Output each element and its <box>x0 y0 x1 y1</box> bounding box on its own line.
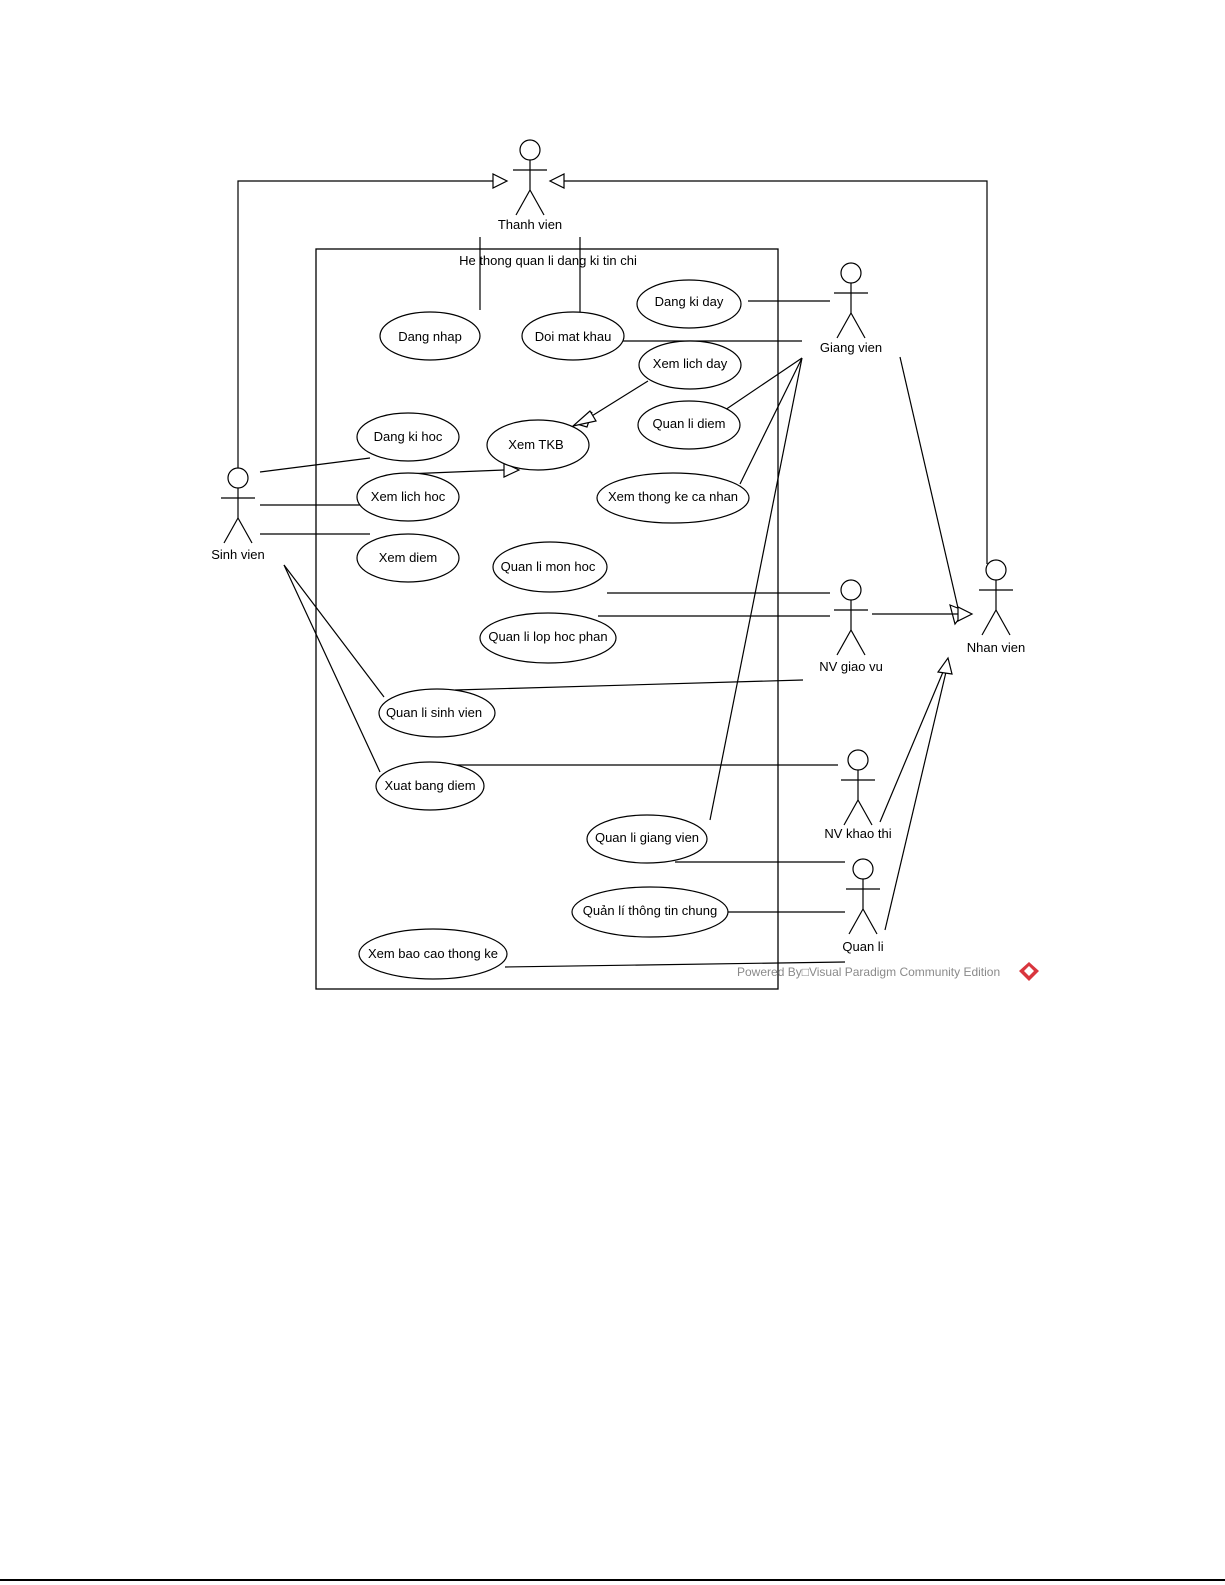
use-case-quan-li-lop-hoc-phan: Quan li lop hoc phan <box>479 612 617 664</box>
generalization-arrowhead <box>548 173 565 189</box>
system-boundary <box>315 248 779 990</box>
use-case-quan-li-thong-tin-chung: Quản lí thông tin chung <box>571 886 729 938</box>
generalization-arrowhead <box>936 656 953 675</box>
generalization-arrowhead <box>492 173 509 189</box>
use-case-doi-mat-khau: Doi mat khau <box>521 311 625 361</box>
actor-label: Thanh vien <box>498 217 562 232</box>
svg-text:Quan li diem: Quan li diem <box>653 416 726 431</box>
svg-text:Quan li giang vien: Quan li giang vien <box>595 830 699 845</box>
use-case-xuat-bang-diem: Xuat bang diem <box>375 761 485 811</box>
generalization-nhan-vien-thanh-vien <box>564 180 988 564</box>
use-case-dang-nhap: Dang nhap <box>379 311 481 361</box>
generalization-xem-lich-day-xem-tkb <box>586 380 649 420</box>
actor-label: NV khao thi <box>824 826 891 841</box>
use-case-dang-ki-hoc: Dang ki hoc <box>356 412 460 462</box>
use-case-dang-ki-day: Dang ki day <box>636 279 742 329</box>
page-bottom-rule <box>0 1579 1225 1581</box>
svg-text:Xem TKB: Xem TKB <box>508 437 563 452</box>
generalization-nv-khao-thi-nhan-vien <box>879 671 944 823</box>
svg-text:Dang ki day: Dang ki day <box>655 294 724 309</box>
svg-text:Xem lich day: Xem lich day <box>653 356 728 371</box>
actor-label: Quan li <box>842 939 883 954</box>
use-case-xem-diem: Xem diem <box>356 533 460 583</box>
actor-label: Nhan vien <box>967 640 1026 655</box>
association-giang-vien-quan-li-diem <box>724 357 803 411</box>
actor-sinh-vien: Sinh vien <box>211 467 265 562</box>
svg-text:Xem diem: Xem diem <box>379 550 438 565</box>
system-boundary-title: He thong quan li dang ki tin chi <box>459 253 637 268</box>
association-giang-vien-quan-li-giang-vien <box>709 357 803 821</box>
use-case-xem-lich-hoc: Xem lich hoc <box>356 472 460 522</box>
generalization-arrowhead <box>957 606 974 622</box>
association-sinh-vien-dang-ki-hoc <box>259 457 371 473</box>
use-case-quan-li-mon-hoc: Quan li mon hoc <box>492 541 608 593</box>
svg-text:Doi mat khau: Doi mat khau <box>535 329 612 344</box>
generalization-arrowhead-2 <box>570 410 597 428</box>
association-giang-vien-xem-thong-ke <box>739 357 803 485</box>
svg-text:Quan li mon hoc: Quan li mon hoc <box>501 559 596 574</box>
association-nv-giao-vu-quan-li-sinh-vien <box>454 679 804 691</box>
use-case-xem-tkb: Xem TKB <box>486 419 590 471</box>
actor-label: NV giao vu <box>819 659 883 674</box>
svg-text:Xem bao cao thong ke: Xem bao cao thong ke <box>368 946 498 961</box>
association-sinh-vien-xuat-bang-diem <box>283 564 381 773</box>
use-case-quan-li-giang-vien: Quan li giang vien <box>586 814 708 864</box>
use-case-xem-lich-day: Xem lich day <box>638 340 742 390</box>
svg-text:Dang nhap: Dang nhap <box>398 329 462 344</box>
use-case-xem-thong-ke-ca-nhan: Xem thong ke ca nhan <box>596 472 750 524</box>
actor-quan-li: Quan li <box>842 858 884 954</box>
actor-label: Giang vien <box>820 340 882 355</box>
actor-thanh-vien: Thanh vien <box>498 139 562 232</box>
svg-text:Quản lí thông tin chung: Quản lí thông tin chung <box>583 903 717 918</box>
actor-nhan-vien: Nhan vien <box>967 559 1026 655</box>
association-sinh-vien-quan-li-sinh-vien <box>283 564 385 698</box>
association-quan-li-xem-bao-cao <box>504 961 846 968</box>
svg-text:Quan li lop hoc phan: Quan li lop hoc phan <box>488 629 607 644</box>
svg-text:Dang ki hoc: Dang ki hoc <box>374 429 443 444</box>
actor-label: Sinh vien <box>211 547 264 562</box>
actor-nv-khao-thi: NV khao thi <box>824 749 892 841</box>
svg-text:Quan li sinh vien: Quan li sinh vien <box>386 705 482 720</box>
generalization-quan-li-nhan-vien <box>884 671 947 931</box>
generalization-giang-vien-nhan-vien <box>899 356 959 609</box>
visual-paradigm-logo-icon <box>1019 962 1039 981</box>
generalization-sinh-vien-thanh-vien <box>237 180 493 481</box>
use-case-quan-li-diem: Quan li diem <box>637 400 741 450</box>
use-case-quan-li-sinh-vien: Quan li sinh vien <box>378 688 496 738</box>
svg-text:Xuat bang diem: Xuat bang diem <box>384 778 475 793</box>
svg-text:Xem thong ke ca nhan: Xem thong ke ca nhan <box>608 489 738 504</box>
actor-nv-giao-vu: NV giao vu <box>819 579 883 674</box>
svg-text:Xem lich hoc: Xem lich hoc <box>371 489 446 504</box>
actor-giang-vien: Giang vien <box>820 262 882 355</box>
use-case-xem-bao-cao-thong-ke: Xem bao cao thong ke <box>358 928 508 980</box>
watermark-text: Powered By□Visual Paradigm Community Edi… <box>737 965 1000 979</box>
